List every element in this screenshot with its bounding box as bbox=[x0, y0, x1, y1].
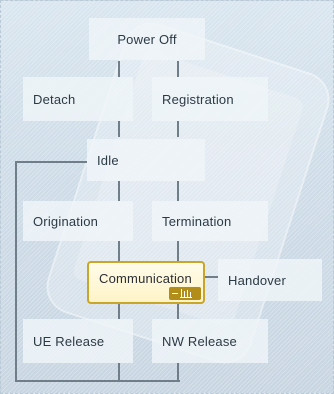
node-detach: Detach bbox=[23, 77, 133, 121]
connector-line bbox=[118, 363, 120, 381]
node-label: Registration bbox=[162, 91, 234, 107]
node-origination: Origination bbox=[23, 201, 133, 241]
connector-line bbox=[118, 241, 120, 261]
connector-line bbox=[177, 241, 179, 261]
node-registration: Registration bbox=[152, 77, 268, 121]
node-nw-release: NW Release bbox=[152, 319, 268, 363]
connector-line bbox=[118, 121, 120, 137]
node-termination: Termination bbox=[152, 201, 268, 241]
node-label: Idle bbox=[97, 152, 119, 168]
node-label: Origination bbox=[33, 213, 99, 229]
node-label: Power Off bbox=[117, 31, 177, 47]
node-communication: Communication bbox=[87, 261, 205, 304]
loop-line bbox=[15, 161, 87, 163]
connector-line bbox=[118, 181, 120, 201]
node-label: Communication bbox=[99, 271, 192, 286]
node-ue-release: UE Release bbox=[23, 319, 133, 363]
node-idle: Idle bbox=[87, 139, 205, 181]
loop-line bbox=[15, 380, 180, 382]
mobile-phone-icon bbox=[39, 15, 334, 371]
connector-line bbox=[118, 303, 120, 319]
connector-line bbox=[204, 276, 218, 278]
node-power-off: Power Off bbox=[89, 18, 205, 60]
node-label: Detach bbox=[33, 91, 76, 107]
connector-line bbox=[177, 181, 179, 201]
connector-line bbox=[177, 121, 179, 137]
node-label: Handover bbox=[228, 272, 286, 288]
node-label: Termination bbox=[162, 213, 232, 229]
connector-line bbox=[177, 61, 179, 77]
loop-line bbox=[15, 161, 17, 382]
antenna-signal-icon bbox=[169, 287, 201, 300]
node-handover: Handover bbox=[218, 259, 322, 301]
node-label: UE Release bbox=[33, 333, 105, 349]
node-label: NW Release bbox=[162, 333, 237, 349]
connector-line bbox=[177, 303, 179, 319]
connector-line bbox=[177, 363, 179, 381]
connector-line bbox=[118, 61, 120, 77]
